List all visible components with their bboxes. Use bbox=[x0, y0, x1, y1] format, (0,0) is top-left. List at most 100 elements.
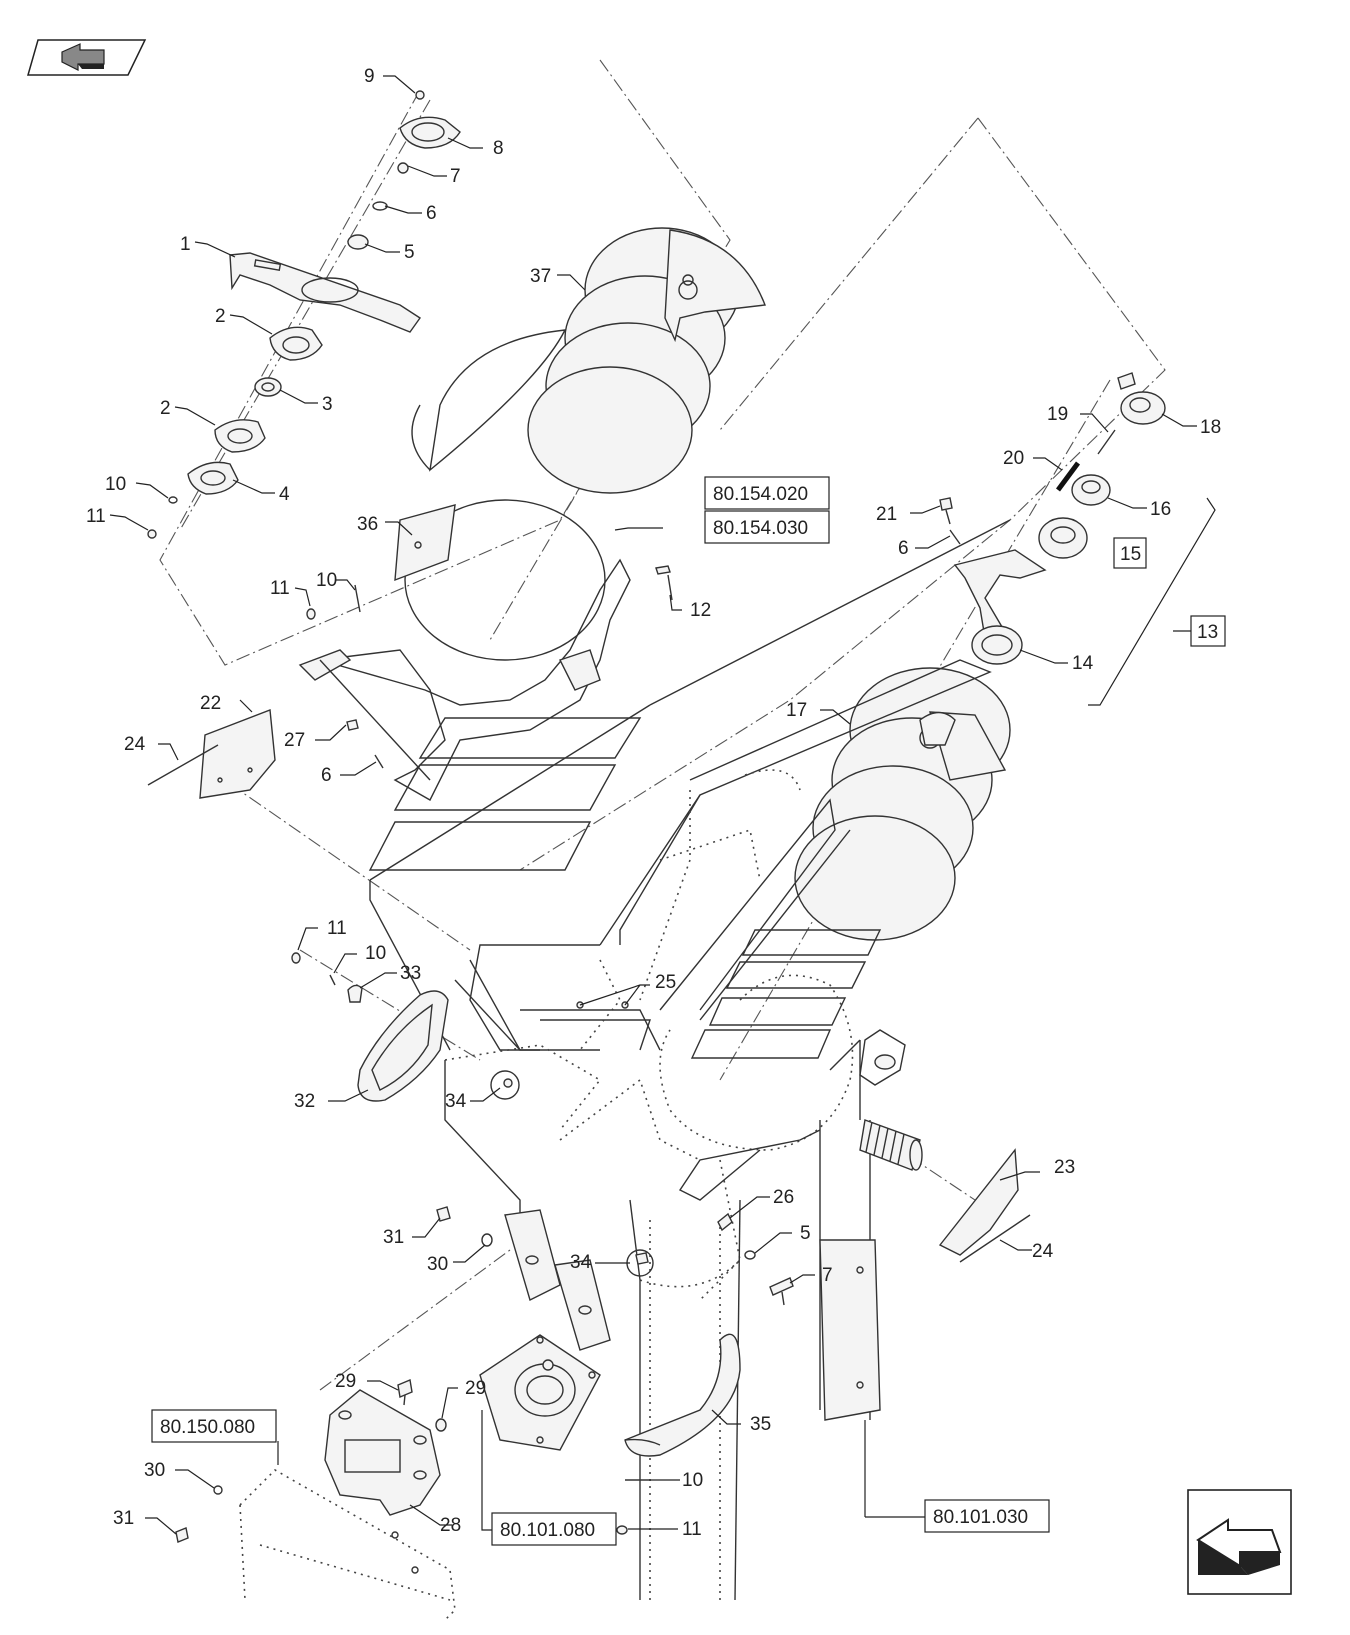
part-7-bolt-lower bbox=[769, 1277, 794, 1306]
part-8-bearing-flange bbox=[399, 116, 461, 149]
callout-24: 24 bbox=[124, 734, 146, 755]
part-31-bolt-mid bbox=[436, 1206, 451, 1222]
part-11-nut-mid bbox=[306, 608, 316, 620]
callout-37: 37 bbox=[530, 266, 551, 287]
reference-box-80-154-020[interactable]: 80.154.020 bbox=[704, 476, 830, 510]
callout-16: 16 bbox=[1150, 499, 1171, 520]
callout-29: 29 bbox=[335, 1371, 356, 1392]
part-27-bolt bbox=[346, 719, 359, 731]
boxed-callout-13[interactable]: 13 bbox=[1173, 615, 1226, 647]
callout-1: 1 bbox=[180, 234, 191, 255]
gearbox-assembly bbox=[479, 1334, 601, 1451]
callout-10: 10 bbox=[105, 474, 126, 495]
phantom-outline-upper-left bbox=[159, 59, 731, 666]
part-5-washer-lower bbox=[744, 1250, 756, 1260]
part-20-key bbox=[1055, 461, 1081, 492]
callout-20: 20 bbox=[1003, 448, 1024, 469]
part-24-rod-upper bbox=[147, 744, 219, 786]
part-30-washer-bottom bbox=[213, 1485, 223, 1495]
callout-11: 11 bbox=[327, 918, 347, 939]
svg-text:80.101.030: 80.101.030 bbox=[933, 1507, 1028, 1528]
callout-7: 7 bbox=[822, 1265, 833, 1286]
callout-10: 10 bbox=[365, 943, 386, 964]
next-arrow-icon[interactable] bbox=[1187, 1489, 1292, 1595]
callout-9: 9 bbox=[364, 66, 375, 87]
part-21-bolt bbox=[939, 497, 953, 525]
callout-11: 11 bbox=[682, 1519, 702, 1540]
main-housing-frame bbox=[369, 519, 1011, 1301]
part-34-cap-upper bbox=[490, 1070, 520, 1100]
callout-24: 24 bbox=[1032, 1241, 1054, 1262]
part-11-nut-bottom bbox=[616, 1525, 628, 1535]
callout-30: 30 bbox=[427, 1254, 448, 1275]
part-11-nut-top bbox=[147, 529, 157, 539]
part-11-nut-lower bbox=[291, 952, 301, 964]
svg-text:80.150.080: 80.150.080 bbox=[160, 1417, 255, 1438]
callout-10: 10 bbox=[682, 1470, 703, 1491]
part-16-collar bbox=[1071, 474, 1111, 506]
part-23-cover-plate bbox=[938, 1148, 1019, 1256]
part-36-auger-tube-frame bbox=[298, 499, 631, 801]
part-29-bolt-left bbox=[397, 1379, 413, 1406]
part-31-bolt-bottom bbox=[175, 1527, 189, 1543]
callout-4: 4 bbox=[279, 484, 290, 505]
bracket-13-group bbox=[1088, 497, 1216, 706]
part-37-auger-flighting bbox=[411, 227, 766, 494]
part-18-bearing bbox=[1117, 372, 1166, 425]
part-24-rod-lower bbox=[959, 1214, 1031, 1263]
part-7-bolt bbox=[397, 162, 409, 174]
lower-frame-columns bbox=[444, 1029, 906, 1601]
callout-29: 29 bbox=[465, 1378, 486, 1399]
part-10-washer-top bbox=[168, 496, 178, 504]
callout-5: 5 bbox=[800, 1223, 811, 1244]
part-17-auger-flighting bbox=[794, 667, 1011, 941]
phantom-centerlines bbox=[179, 99, 1111, 1391]
callout-31: 31 bbox=[113, 1508, 134, 1529]
callout-23: 23 bbox=[1054, 1157, 1075, 1178]
callout-31: 31 bbox=[383, 1227, 404, 1248]
part-10-washer-lower bbox=[329, 974, 336, 986]
callout-33: 33 bbox=[400, 963, 421, 984]
part-33-clip bbox=[347, 984, 363, 1003]
part-4-bearing-housing bbox=[187, 461, 239, 495]
part-6-washer-mid bbox=[374, 754, 384, 769]
callout-6: 6 bbox=[898, 538, 909, 559]
callout-11: 11 bbox=[270, 578, 290, 599]
leader-lines bbox=[109, 75, 1209, 1535]
callout-5: 5 bbox=[404, 242, 415, 263]
callout-2: 2 bbox=[215, 306, 226, 327]
part-22-cover-plate bbox=[199, 709, 276, 799]
callout-18: 18 bbox=[1200, 417, 1221, 438]
callout-34: 34 bbox=[445, 1091, 467, 1112]
part-26-pin bbox=[717, 1212, 733, 1232]
callout-6: 6 bbox=[321, 765, 332, 786]
lower-conveyor-housing bbox=[239, 1469, 456, 1621]
part-2-flange-lower bbox=[214, 419, 266, 453]
reference-box-80-154-030[interactable]: 80.154.030 bbox=[704, 510, 830, 544]
callout-11: 11 bbox=[86, 506, 106, 527]
part-12-bolt bbox=[655, 565, 673, 601]
part-6-washer bbox=[372, 201, 388, 211]
svg-text:15: 15 bbox=[1120, 544, 1141, 565]
prev-arrow-icon[interactable] bbox=[27, 39, 147, 76]
boxed-callout-15[interactable]: 15 bbox=[1113, 537, 1147, 569]
svg-text:80.154.020: 80.154.020 bbox=[713, 484, 808, 505]
reference-box-80-101-080[interactable]: 80.101.080 bbox=[491, 1512, 617, 1546]
part-35-deflector bbox=[624, 1333, 741, 1457]
part-3-bearing bbox=[254, 377, 282, 397]
svg-text:13: 13 bbox=[1197, 622, 1218, 643]
callout-21: 21 bbox=[876, 504, 897, 525]
part-32-handle bbox=[357, 990, 449, 1102]
part-1-bracket bbox=[229, 252, 421, 333]
callout-19: 19 bbox=[1047, 404, 1068, 425]
part-15-bearing bbox=[1038, 517, 1088, 559]
reference-box-80-150-080[interactable]: 80.150.080 bbox=[151, 1409, 277, 1443]
svg-text:80.101.080: 80.101.080 bbox=[500, 1520, 595, 1541]
part-28-mount-bracket bbox=[324, 1389, 441, 1516]
callout-36: 36 bbox=[357, 514, 378, 535]
part-6-washer-right bbox=[949, 529, 961, 545]
reference-box-80-101-030[interactable]: 80.101.030 bbox=[865, 1499, 1050, 1533]
part-9-screw bbox=[415, 90, 425, 100]
callout-30: 30 bbox=[144, 1460, 165, 1481]
callout-8: 8 bbox=[493, 138, 504, 159]
